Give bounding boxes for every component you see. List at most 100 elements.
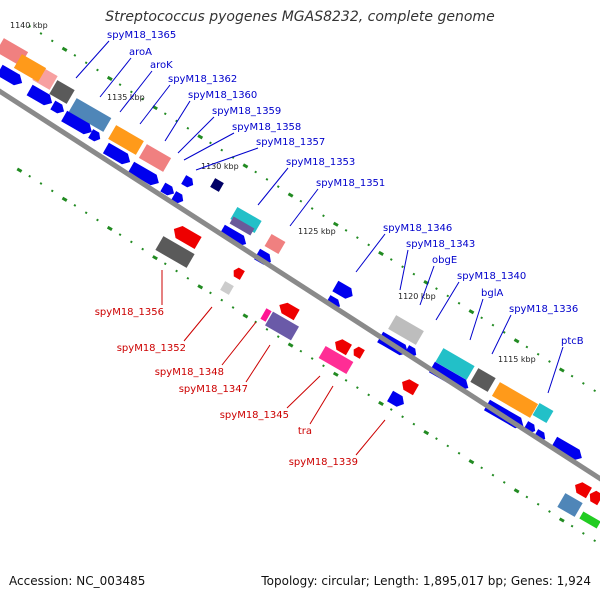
cds-arrow[interactable] xyxy=(551,436,585,463)
leader-line xyxy=(289,188,319,227)
feature-block[interactable] xyxy=(210,178,224,192)
gene-label[interactable]: spyM18_1359 xyxy=(212,106,281,117)
gene-label[interactable]: spyM18_1345 xyxy=(220,410,289,421)
cds-arrow[interactable] xyxy=(50,100,66,116)
tick-mark xyxy=(322,364,325,368)
feature-block[interactable] xyxy=(491,382,539,418)
tick-mark xyxy=(118,233,122,236)
tick-mark xyxy=(502,481,506,484)
cds-arrow[interactable] xyxy=(171,191,186,205)
tick-mark xyxy=(242,313,249,319)
tick-mark xyxy=(96,218,99,222)
cds-arrow[interactable] xyxy=(102,142,133,167)
tick-mark xyxy=(16,167,23,173)
cds-arrow[interactable] xyxy=(399,377,419,396)
cds-arrow[interactable] xyxy=(218,224,249,249)
tick-mark xyxy=(435,287,438,291)
gene-label[interactable]: spyM18_1348 xyxy=(155,367,224,378)
cds-arrow[interactable] xyxy=(88,129,103,143)
gene-label[interactable]: spyM18_1353 xyxy=(286,157,355,168)
feature-block[interactable] xyxy=(470,368,496,392)
cds-arrow[interactable] xyxy=(332,337,352,356)
feature-block[interactable] xyxy=(220,281,234,295)
feature-block[interactable] xyxy=(49,80,75,104)
tick-mark xyxy=(299,349,303,353)
gene-label[interactable]: spyM18_1346 xyxy=(383,223,452,234)
tick-mark xyxy=(129,90,133,94)
tick-mark xyxy=(186,126,190,130)
gene-label[interactable]: ptcB xyxy=(561,336,584,347)
cds-arrow[interactable] xyxy=(181,175,196,189)
feature-block[interactable] xyxy=(265,311,299,341)
tick-mark xyxy=(141,97,145,101)
genome-backbone xyxy=(0,88,600,482)
tick-mark xyxy=(389,258,393,261)
cds-arrow[interactable] xyxy=(332,280,355,301)
tick-mark xyxy=(197,134,204,140)
feature-block[interactable] xyxy=(155,236,195,268)
tick-mark xyxy=(548,360,551,363)
cds-arrow[interactable] xyxy=(26,84,56,108)
leader-line xyxy=(183,132,235,161)
cds-arrow[interactable] xyxy=(428,361,471,393)
cds-arrow[interactable] xyxy=(572,480,592,499)
cds-arrow[interactable] xyxy=(61,110,95,137)
feature-block[interactable] xyxy=(579,511,600,529)
tick-mark xyxy=(276,335,280,338)
gene-label[interactable]: spyM18_1352 xyxy=(117,343,186,354)
tick-mark xyxy=(186,276,190,280)
label-leader-lines xyxy=(75,40,564,456)
feature-block[interactable] xyxy=(557,493,583,517)
feature-block[interactable] xyxy=(229,216,255,236)
gene-label[interactable]: spyM18_1358 xyxy=(232,122,301,133)
cds-arrow[interactable] xyxy=(351,345,365,359)
gene-label[interactable]: spyM18_1347 xyxy=(179,384,248,395)
map-title: Streptococcus pyogenes MGAS8232, complet… xyxy=(105,9,495,25)
gene-label[interactable]: spyM18_1362 xyxy=(168,74,237,85)
feature-block[interactable] xyxy=(13,54,47,82)
tick-mark xyxy=(558,517,565,523)
tick-mark xyxy=(209,291,212,295)
leader-line xyxy=(183,306,213,342)
gene-label[interactable]: spyM18_1360 xyxy=(188,90,257,101)
feature-block[interactable] xyxy=(108,125,144,155)
gene-label[interactable]: tra xyxy=(298,426,312,437)
gene-label[interactable]: spyM18_1365 xyxy=(107,30,176,41)
feature-block[interactable] xyxy=(532,402,554,424)
cds-arrow[interactable] xyxy=(387,390,407,409)
leader-line xyxy=(139,84,171,125)
feature-block[interactable] xyxy=(260,308,272,322)
cds-arrow[interactable] xyxy=(231,266,245,280)
feature-block[interactable] xyxy=(435,348,475,380)
gene-label[interactable]: obgE xyxy=(432,255,457,266)
cds-arrow[interactable] xyxy=(170,223,202,250)
gene-label[interactable]: aroA xyxy=(129,47,152,58)
cds-arrow[interactable] xyxy=(128,161,162,188)
tick-mark xyxy=(175,269,178,273)
gene-label[interactable]: spyM18_1339 xyxy=(289,457,358,468)
tick-mark xyxy=(457,301,461,305)
feature-block[interactable] xyxy=(318,345,354,375)
cds-arrow[interactable] xyxy=(0,64,25,88)
leader-line xyxy=(177,116,215,154)
gene-label[interactable]: spyM18_1340 xyxy=(457,271,526,282)
tick-mark xyxy=(389,408,393,411)
reverse-cds-ring xyxy=(155,223,600,506)
gene-label[interactable]: spyM18_1356 xyxy=(95,307,164,318)
gene-label[interactable]: spyM18_1351 xyxy=(316,178,385,189)
feature-block[interactable] xyxy=(388,315,424,345)
feature-block[interactable] xyxy=(230,206,262,234)
feature-block[interactable] xyxy=(68,98,112,132)
gene-label[interactable]: spyM18_1336 xyxy=(509,304,578,315)
feature-block[interactable] xyxy=(264,233,286,255)
gene-label[interactable]: spyM18_1357 xyxy=(256,137,325,148)
gene-label[interactable]: spyM18_1343 xyxy=(406,239,475,250)
feature-block[interactable] xyxy=(138,144,172,172)
tick-mark xyxy=(152,255,158,261)
cds-arrow[interactable] xyxy=(276,300,300,321)
gene-label[interactable]: aroK xyxy=(150,60,173,71)
tick-mark xyxy=(28,174,32,178)
cds-arrow[interactable] xyxy=(160,182,176,198)
gene-label[interactable]: bglA xyxy=(481,288,503,299)
